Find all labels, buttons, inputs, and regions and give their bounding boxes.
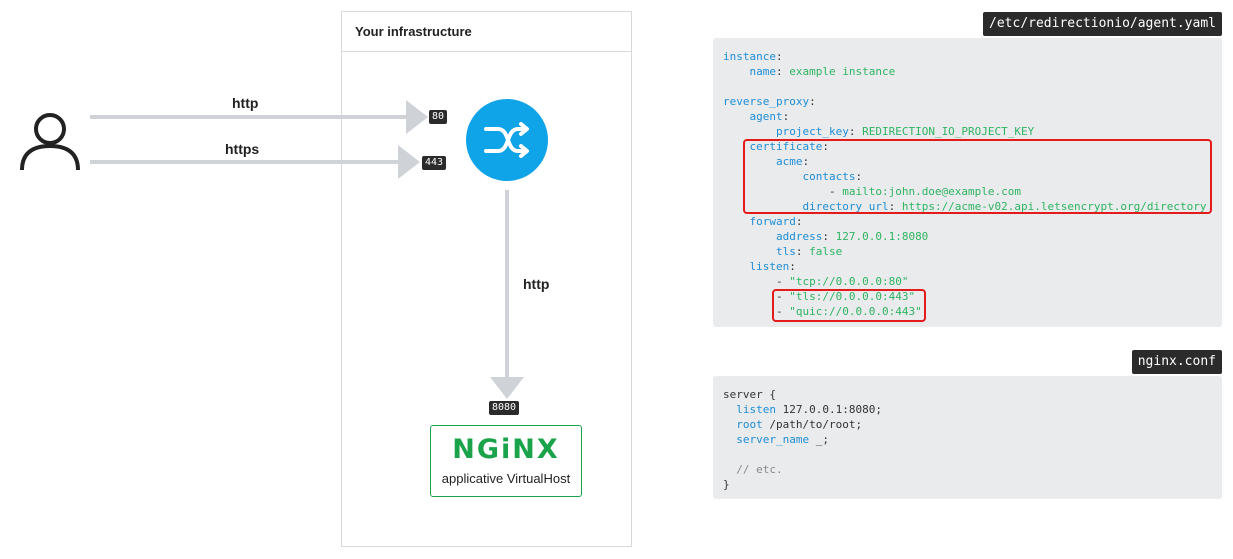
nginx-conf-line: // etc. bbox=[723, 462, 783, 477]
nginx-conf-line: root /path/to/root; bbox=[723, 417, 862, 432]
yaml-key: instance bbox=[723, 50, 776, 63]
nginx-text: server { bbox=[723, 388, 776, 401]
port-8080-badge: 8080 bbox=[489, 401, 520, 415]
yaml-separator: : bbox=[795, 215, 803, 228]
yaml-value: https://acme-v02.api.letsencrypt.org/dir… bbox=[901, 200, 1207, 213]
shuffle-router-icon bbox=[466, 99, 548, 181]
nginx-comment: // etc. bbox=[736, 463, 783, 476]
agent-yaml-line: certificate: bbox=[723, 139, 829, 154]
yaml-key: name bbox=[749, 65, 777, 78]
yaml-key: tls bbox=[775, 245, 796, 258]
yaml-separator: : bbox=[782, 110, 790, 123]
yaml-separator: - bbox=[775, 305, 790, 318]
backend-http-label: http bbox=[523, 276, 550, 292]
yaml-value: 127.0.0.1:8080 bbox=[835, 230, 929, 243]
yaml-value: false bbox=[809, 245, 843, 258]
nginx-value: _; bbox=[809, 433, 829, 446]
agent-yaml-line: - mailto:john.doe@example.com bbox=[723, 184, 1021, 199]
nginx-conf-line: } bbox=[723, 477, 730, 492]
yaml-separator: - bbox=[828, 185, 843, 198]
yaml-key: acme bbox=[775, 155, 803, 168]
nginx-conf-line: listen 127.0.0.1:8080; bbox=[723, 402, 882, 417]
nginx-conf-filename: nginx.conf bbox=[1131, 350, 1222, 374]
yaml-value: "quic://0.0.0.0:443" bbox=[789, 305, 922, 318]
https-label: https bbox=[225, 141, 260, 157]
yaml-separator: : bbox=[775, 50, 783, 63]
nginx-text: } bbox=[723, 478, 730, 491]
yaml-key: contacts bbox=[802, 170, 856, 183]
yaml-separator: : bbox=[789, 260, 796, 273]
agent-yaml-line: listen: bbox=[723, 259, 796, 274]
port-80-badge: 80 bbox=[429, 110, 448, 124]
agent-yaml-line: name: example instance bbox=[723, 64, 896, 79]
nginx-value: /path/to/root; bbox=[762, 418, 863, 431]
nginx-conf-code-panel: server { listen 127.0.0.1:8080; root /pa… bbox=[713, 376, 1222, 499]
port-443-badge: 443 bbox=[422, 156, 447, 170]
nginx-directive: listen bbox=[736, 403, 776, 416]
user-icon bbox=[20, 113, 80, 171]
agent-yaml-code-panel: instance: name: example instance reverse_… bbox=[713, 38, 1222, 327]
yaml-separator: : bbox=[848, 125, 863, 138]
infrastructure-title: Your infrastructure bbox=[342, 12, 631, 52]
yaml-separator: : bbox=[795, 245, 810, 258]
agent-yaml-line: reverse_proxy: bbox=[723, 94, 816, 109]
agent-yaml-line: instance: bbox=[723, 49, 783, 64]
backend-http-arrow bbox=[490, 190, 524, 399]
agent-yaml-line: directory_url: https://acme-v02.api.lets… bbox=[723, 199, 1206, 214]
yaml-value: mailto:john.doe@example.com bbox=[842, 185, 1022, 198]
agent-yaml-line: agent: bbox=[723, 109, 790, 124]
certificate-highlight bbox=[743, 139, 1212, 214]
agent-yaml-filename: /etc/redirectionio/agent.yaml bbox=[983, 12, 1222, 36]
yaml-separator: : bbox=[822, 140, 829, 153]
agent-yaml-line: - "tls://0.0.0.0:443" bbox=[723, 289, 915, 304]
http-label: http bbox=[232, 95, 259, 111]
yaml-separator: : bbox=[776, 65, 790, 78]
nginx-value: 127.0.0.1:8080; bbox=[776, 403, 882, 416]
http-arrow bbox=[90, 100, 428, 134]
nginx-directive: root bbox=[736, 418, 763, 431]
agent-yaml-line: acme: bbox=[723, 154, 809, 169]
yaml-key: directory_url bbox=[802, 200, 889, 213]
yaml-value: example instance bbox=[789, 65, 896, 78]
agent-yaml-line: address: 127.0.0.1:8080 bbox=[723, 229, 928, 244]
yaml-key: reverse_proxy bbox=[723, 95, 810, 108]
nginx-conf-line: server_name _; bbox=[723, 432, 829, 447]
tls-quic-highlight bbox=[772, 289, 926, 322]
yaml-key: listen bbox=[749, 260, 790, 273]
nginx-directive: server_name bbox=[736, 433, 810, 446]
yaml-value: "tcp://0.0.0.0:80" bbox=[789, 275, 909, 288]
agent-yaml-line: - "tcp://0.0.0.0:80" bbox=[723, 274, 908, 289]
yaml-value: REDIRECTION_IO_PROJECT_KEY bbox=[862, 125, 1035, 138]
agent-yaml-line: forward: bbox=[723, 214, 803, 229]
nginx-conf-line: server { bbox=[723, 387, 776, 402]
agent-yaml-line: tls: false bbox=[723, 244, 842, 259]
nginx-logo: NGiNX bbox=[452, 434, 560, 465]
yaml-separator: - bbox=[775, 275, 790, 288]
yaml-separator: : bbox=[802, 155, 810, 168]
https-arrow bbox=[90, 145, 420, 179]
nginx-virtualhost-box: NGiNX applicative VirtualHost bbox=[430, 425, 582, 497]
yaml-separator: : bbox=[888, 200, 902, 213]
yaml-value: "tls://0.0.0.0:443" bbox=[789, 290, 916, 303]
yaml-key: certificate bbox=[749, 140, 823, 153]
nginx-caption: applicative VirtualHost bbox=[441, 471, 571, 486]
yaml-separator: : bbox=[855, 170, 863, 183]
yaml-key: agent bbox=[749, 110, 783, 123]
yaml-separator: - bbox=[775, 290, 790, 303]
yaml-separator: : bbox=[822, 230, 836, 243]
yaml-key: forward bbox=[749, 215, 796, 228]
agent-yaml-line: - "quic://0.0.0.0:443" bbox=[723, 304, 922, 319]
yaml-key: project_key bbox=[775, 125, 849, 138]
yaml-key: address bbox=[775, 230, 823, 243]
agent-yaml-line: contacts: bbox=[723, 169, 862, 184]
agent-yaml-line: project_key: REDIRECTION_IO_PROJECT_KEY bbox=[723, 124, 1034, 139]
yaml-separator: : bbox=[809, 95, 816, 108]
